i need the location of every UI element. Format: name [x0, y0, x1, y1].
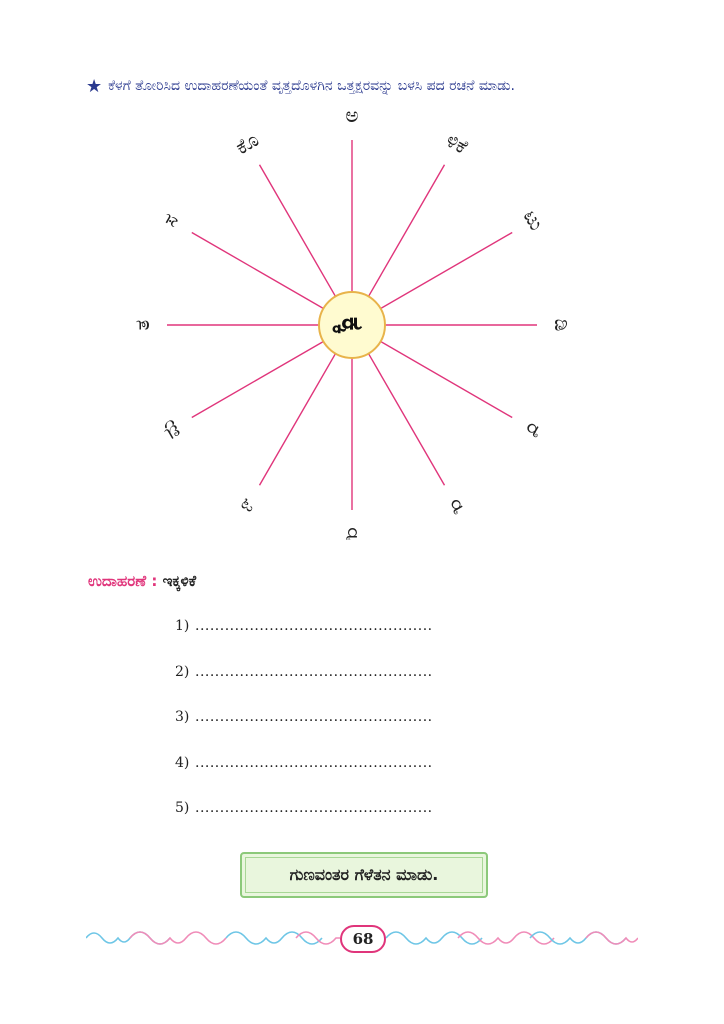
wheel-spoke-8: [258, 353, 337, 486]
wheel-spoke-2: [367, 164, 446, 297]
answer-line-1[interactable]: 1)......................................…: [175, 618, 433, 664]
answer-lines: 1)......................................…: [175, 618, 433, 846]
wheel-letter-6: ರೆ: [446, 494, 468, 521]
answer-blank[interactable]: ........................................…: [195, 754, 433, 771]
wheel-spoke-6: [367, 353, 446, 486]
answer-line-5[interactable]: 5)......................................…: [175, 800, 433, 846]
wheel-letter-8: ಇ: [235, 493, 258, 520]
wheel-spoke-12: [258, 164, 337, 297]
answer-number: 3): [175, 709, 190, 725]
answer-line-2[interactable]: 2)......................................…: [175, 664, 433, 710]
page-number-text: 68: [352, 930, 374, 948]
wheel-spoke-11: [191, 231, 324, 310]
wheel-letter-7: ರೆ: [346, 523, 358, 540]
answer-number: 4): [175, 754, 190, 771]
wheel-center-letter: ಕ್ಕ: [332, 317, 370, 334]
swirl-left-2: [129, 931, 227, 945]
wheel-spoke-3: [380, 231, 513, 310]
answer-line-3[interactable]: 3)......................................…: [175, 709, 433, 755]
swirl-left-1: [86, 931, 171, 945]
example-value: ಇಕ್ಕಳಿಕೆ: [162, 572, 197, 590]
example-label: ಉದಾಹರಣೆ :: [88, 572, 158, 590]
star-icon: ★: [86, 76, 103, 97]
swirl-left-3: [225, 931, 323, 945]
swirl-right-4: [585, 931, 638, 945]
proverb-text: ಗುಣವಂತರ ಗೆಳೆತನ ಮಾಡು.: [289, 865, 439, 884]
swirl-right-1: [385, 931, 483, 945]
answer-line-4[interactable]: 4)......................................…: [175, 755, 433, 801]
wheel-letter-9: ಮ: [155, 416, 185, 444]
answer-blank[interactable]: ........................................…: [195, 618, 433, 634]
wheel-letter-5: ರೆ: [521, 419, 548, 441]
wheel-center-circle: [318, 291, 386, 359]
answer-blank[interactable]: ........................................…: [195, 800, 433, 816]
wheel-letter-12: ಕೊ: [231, 127, 263, 159]
swirl-left-4: [295, 931, 340, 945]
wheel-letter-2: ಳಿಕೆ: [442, 128, 472, 159]
example: ಉದಾಹರಣೆ : ಇಕ್ಕಳಿಕೆ: [88, 572, 196, 590]
answer-number: 5): [175, 800, 190, 816]
wheel-spoke-9: [191, 340, 324, 419]
wheel-letter-3: ಟು: [519, 206, 549, 235]
instruction: ★ ಕೆಳಗೆ ತೋರಿಸಿದ ಉದಾಹರಣೆಯಂತೆ ವೃತ್ತದೊಳಗಿನ ಒ…: [86, 76, 686, 97]
page-number: 68: [340, 925, 386, 953]
swirl-right-2: [457, 931, 555, 945]
answer-number: 1): [175, 618, 190, 634]
wheel-letter-10: ತ: [130, 320, 154, 331]
wheel-letter-4: ಡಿ: [550, 319, 574, 332]
decorative-footer-border: [86, 931, 638, 945]
proverb-banner: ಗುಣವಂತರ ಗೆಳೆತನ ಮಾಡು.: [240, 852, 488, 898]
wheel-letter-11: ಸ: [157, 209, 183, 230]
instruction-text: ಕೆಳಗೆ ತೋರಿಸಿದ ಉದಾಹರಣೆಯಂತೆ ವೃತ್ತದೊಳಗಿನ ಒತ…: [108, 78, 515, 94]
answer-blank[interactable]: ........................................…: [195, 663, 433, 680]
answer-blank[interactable]: ........................................…: [195, 709, 433, 725]
letter-wheel: ಕ್ಕ ಅ ಳಿಕೆ ಟು ಡಿ ರೆ ರೆ ರೆ ಇ ಮ ತ ಸ ಕೊ: [130, 110, 574, 540]
wheel-letter-1: ಅ: [345, 110, 358, 127]
answer-number: 2): [175, 663, 190, 680]
wheel-spoke-5: [380, 340, 513, 419]
